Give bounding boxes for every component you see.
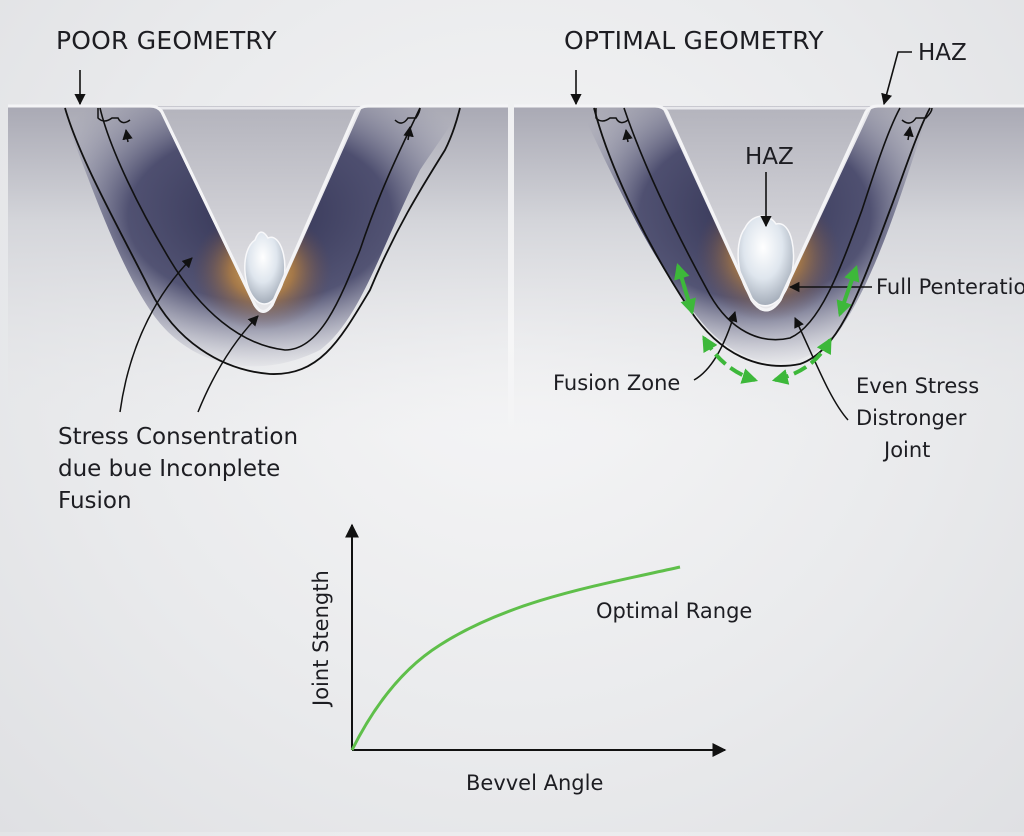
haz-top-label: HAZ [918, 40, 967, 66]
green-arrow-left [674, 262, 696, 316]
optimal-edge-detail-left [595, 108, 629, 124]
optimal-geometry-panel: OPTIMAL GEOMETRY HAZ HAZ Full Penteratio… [514, 26, 1024, 462]
optimal-range-annotation: Optimal Range [596, 599, 752, 623]
green-arrow-bottom-right [771, 337, 832, 385]
full-penetration-label: Full Penteration [876, 275, 1024, 299]
optimal-geometry-title: OPTIMAL GEOMETRY [564, 26, 824, 55]
optimal-surface-line [514, 104, 1024, 312]
poor-stress-arrow-2 [197, 315, 259, 413]
even-stress-line-2: Distronger [856, 406, 967, 430]
even-stress-line-3: Joint [882, 438, 930, 462]
optimal-arrow-small-right [903, 125, 914, 141]
poor-geometry-panel: POOR GEOMETRY Stress Consentration due b… [8, 26, 508, 514]
fusion-zone-label: Fusion Zone [553, 371, 680, 395]
stress-distribution-arrows [674, 262, 860, 385]
poor-haz-boundary-inner [99, 107, 421, 351]
series-joint-strength-curve [350, 565, 681, 751]
joint-strength-chart: Optimal Range Bevvel Angle Joint Stength [309, 523, 752, 795]
haz-top-arrow [881, 51, 912, 106]
poor-geometry-title: POOR GEOMETRY [56, 26, 277, 55]
poor-stress-arrow-1 [119, 257, 193, 413]
poor-stress-note-line-1: Stress Consentration [58, 424, 298, 450]
green-arrow-bottom-left [702, 335, 759, 384]
haz-inner-label: HAZ [745, 144, 794, 170]
poor-edge-detail-right [394, 107, 421, 124]
poor-haz-boundary-outer [64, 107, 461, 375]
y-axis-label: Joint Stength [309, 570, 333, 708]
optimal-edge-detail-right [901, 107, 933, 124]
poor-stress-note-line-2: due bue Inconplete [58, 456, 280, 482]
poor-surface-line [8, 104, 508, 313]
poor-arrow-small-left [122, 128, 133, 143]
optimal-arrow-small-left [622, 128, 633, 143]
even-stress-line-1: Even Stress [856, 374, 979, 398]
poor-stress-note-line-3: Fusion [58, 488, 132, 514]
x-axis-label: Bevvel Angle [466, 771, 603, 795]
poor-edge-detail-left [97, 108, 131, 124]
green-arrow-right [836, 264, 860, 318]
poor-arrow-small-right [403, 125, 414, 141]
